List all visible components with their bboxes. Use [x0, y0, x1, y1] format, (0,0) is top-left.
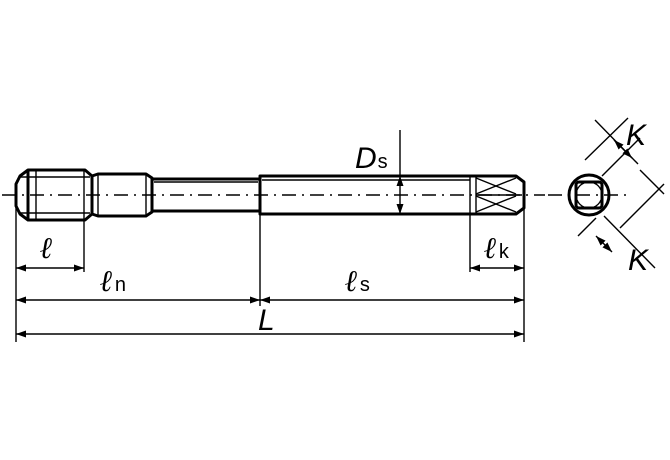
square-width-label-top: K — [626, 119, 648, 152]
square-width-dim-bottom — [595, 235, 613, 253]
square-width-label-bottom: K — [628, 244, 650, 277]
dimension-lines — [16, 176, 524, 338]
square-width-leader — [639, 169, 665, 195]
reduced-neck — [152, 177, 260, 213]
square-drive — [469, 176, 522, 214]
end-view-square — [574, 180, 604, 210]
neck-section — [91, 172, 154, 218]
end-view-outer-circle — [567, 173, 611, 217]
shank-diameter-label: Ds — [355, 142, 388, 175]
tap-body — [14, 168, 526, 222]
overall-length-label: L — [258, 304, 275, 337]
square-width-dim-top — [613, 139, 633, 159]
extension-lines — [15, 130, 525, 342]
thread-length-label: ℓ — [40, 231, 53, 266]
end-view: K K — [548, 117, 665, 277]
